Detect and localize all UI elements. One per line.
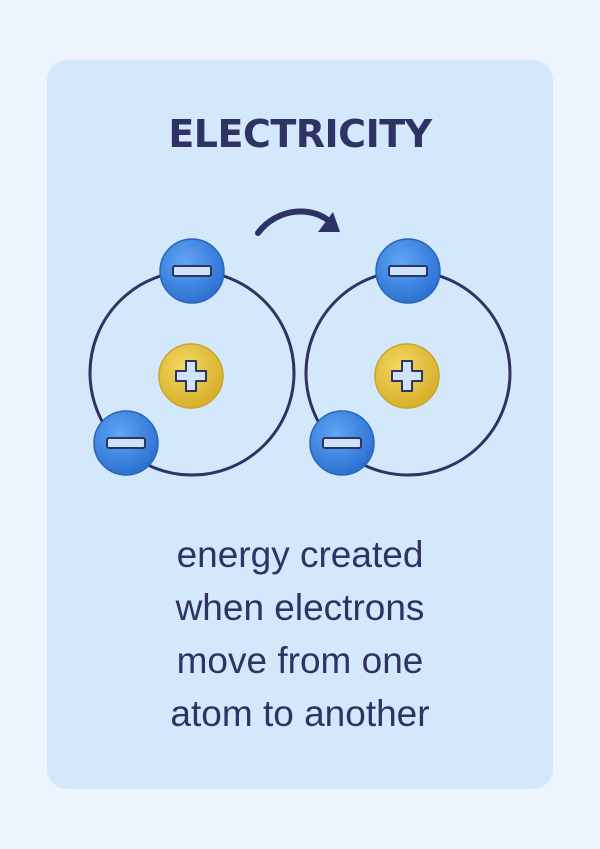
definition-line: move from one (176, 640, 424, 681)
card-title: ELECTRICITY (168, 112, 432, 156)
definition-text: energy created when electrons move from … (0, 528, 600, 740)
electron-minus-icon (159, 238, 225, 304)
atom-right (304, 238, 512, 477)
electron-minus-icon (375, 238, 441, 304)
electron-minus-icon (309, 410, 375, 476)
movement-arrow-icon (255, 208, 340, 236)
nucleus-plus-icon (158, 343, 224, 409)
nucleus-plus-icon (374, 343, 440, 409)
definition-line: atom to another (170, 693, 430, 734)
definition-line: energy created (176, 534, 424, 575)
definition-line: when electrons (175, 587, 425, 628)
atom-left (88, 238, 296, 477)
electron-minus-icon (93, 410, 159, 476)
